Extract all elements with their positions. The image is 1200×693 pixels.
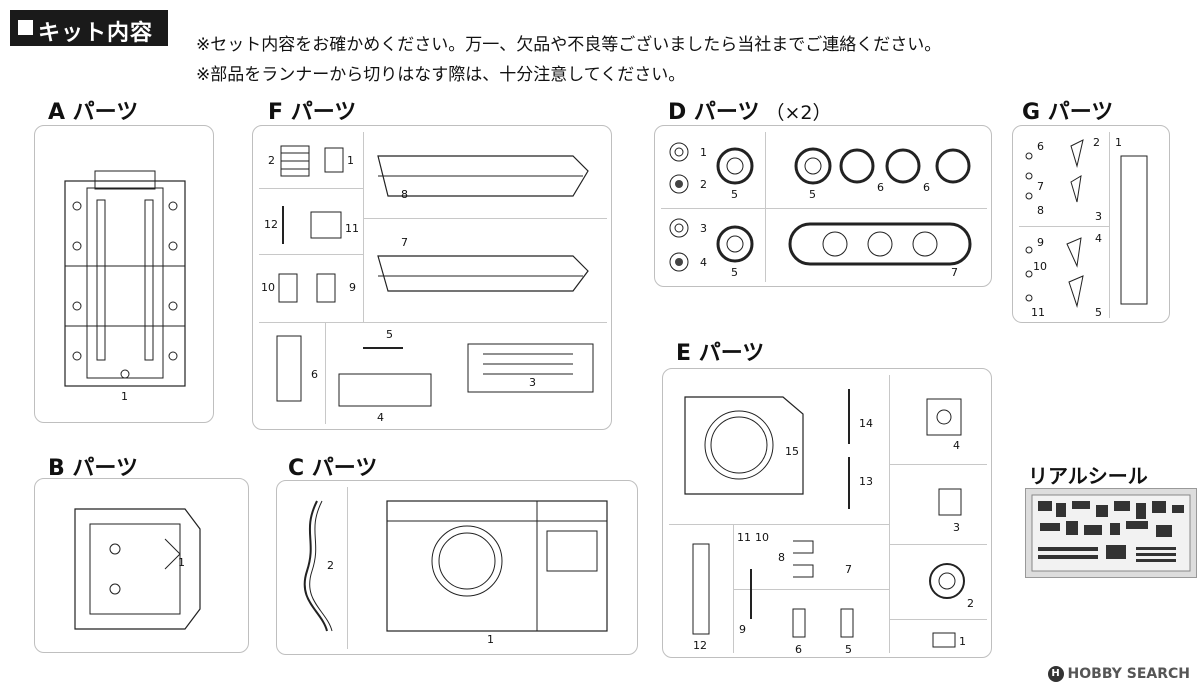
- runner-c: 2 1: [276, 480, 638, 655]
- section-title-a: A パーツ: [48, 100, 139, 125]
- part-label: 5: [731, 188, 738, 201]
- part-label: 5: [845, 643, 852, 656]
- part-label: 4: [700, 256, 707, 269]
- part-label: 6: [795, 643, 802, 656]
- part-label: 6: [311, 368, 318, 381]
- part-label: 13: [859, 475, 873, 488]
- kit-contents-header: キット内容: [10, 10, 168, 46]
- runner-f: 2 1 8 12 11 7 10 9 5 6 4 3: [252, 125, 612, 430]
- note-line-1: ※セット内容をお確かめください。万一、欠品や不良等ございましたら当社までご連絡く…: [196, 35, 942, 55]
- part-label: 9: [1037, 236, 1044, 249]
- part-label: 5: [386, 328, 393, 341]
- section-title-d-name: D パーツ: [668, 100, 760, 125]
- part-label: 8: [401, 188, 408, 201]
- runner-e-drawing: [684, 389, 965, 648]
- section-title-e: E パーツ: [676, 341, 765, 366]
- part-label: 7: [951, 266, 958, 279]
- part-label: 1: [121, 390, 128, 403]
- section-title-d: D パーツ（×2）: [668, 94, 832, 126]
- runner-c-drawing: [303, 500, 608, 632]
- part-label: 3: [1095, 210, 1102, 223]
- part-label: 7: [1037, 180, 1044, 193]
- part-label: 15: [785, 445, 799, 458]
- part-label: 1: [959, 635, 966, 648]
- runner-g: 6 2 1 7 8 3 9 4 10 11 5: [1012, 125, 1170, 323]
- part-label: 2: [967, 597, 974, 610]
- part-label: 5: [809, 188, 816, 201]
- part-label: 6: [877, 181, 884, 194]
- sticker-sheet-drawing: [1031, 494, 1191, 572]
- part-label: 9: [349, 281, 356, 294]
- runner-a: 1: [34, 125, 214, 423]
- part-label: 2: [1093, 136, 1100, 149]
- runner-b-drawing: [74, 508, 201, 630]
- runner-d: 1 2 3 4 5 5 5 6 6 7: [654, 125, 992, 287]
- note-line-2: ※部品をランナーから切りはなす際は、十分注意してください。: [196, 65, 686, 85]
- section-title-f: F パーツ: [268, 100, 357, 125]
- part-label: 3: [700, 222, 707, 235]
- watermark-text: HOBBY SEARCH: [1067, 666, 1190, 682]
- part-label: 3: [529, 376, 536, 389]
- part-label: 5: [1095, 306, 1102, 319]
- section-title-g: G パーツ: [1022, 100, 1114, 125]
- section-title-b: B パーツ: [48, 456, 138, 481]
- part-label: 11: [737, 531, 751, 544]
- square-bullet-icon: [18, 20, 33, 35]
- header-title: キット内容: [38, 21, 154, 46]
- part-label: 10: [261, 281, 275, 294]
- part-label: 1: [347, 154, 354, 167]
- part-label: 12: [264, 218, 278, 231]
- part-label: 8: [778, 551, 785, 564]
- runner-d-drawing: [669, 142, 972, 272]
- runner-e: 14 15 13 4 3 11 10 8 7 12 9 6 5 2 1: [662, 368, 992, 658]
- part-label: 3: [953, 521, 960, 534]
- part-label: 6: [923, 181, 930, 194]
- part-label: 4: [377, 411, 384, 424]
- part-label: 1: [178, 556, 185, 569]
- part-label: 5: [731, 266, 738, 279]
- part-label: 7: [845, 563, 852, 576]
- runner-f-drawing: [276, 145, 594, 407]
- part-label: 6: [1037, 140, 1044, 153]
- part-label: 1: [700, 146, 707, 159]
- runner-b: 1: [34, 478, 249, 653]
- part-label: 14: [859, 417, 873, 430]
- part-label: 11: [1031, 306, 1045, 319]
- part-label: 4: [1095, 232, 1102, 245]
- part-label: 2: [700, 178, 707, 191]
- section-title-c: C パーツ: [288, 456, 378, 481]
- part-label: 8: [1037, 204, 1044, 217]
- part-label: 1: [1115, 136, 1122, 149]
- part-label: 10: [1033, 260, 1047, 273]
- part-label: 4: [953, 439, 960, 452]
- hobby-search-logo-icon: H: [1047, 666, 1064, 682]
- part-label: 10: [755, 531, 769, 544]
- section-title-d-multiplier: （×2）: [765, 102, 832, 124]
- part-label: 2: [327, 559, 334, 572]
- part-label: 1: [487, 633, 494, 646]
- part-label: 9: [739, 623, 746, 636]
- part-label: 11: [345, 222, 359, 235]
- part-label: 2: [268, 154, 275, 167]
- section-title-seal: リアルシール: [1028, 464, 1148, 488]
- runner-a-drawing: [64, 170, 186, 387]
- part-label: 12: [693, 639, 707, 652]
- part-label: 7: [401, 236, 408, 249]
- sticker-sheet-image: [1025, 488, 1197, 578]
- runner-g-drawing: [1025, 139, 1148, 308]
